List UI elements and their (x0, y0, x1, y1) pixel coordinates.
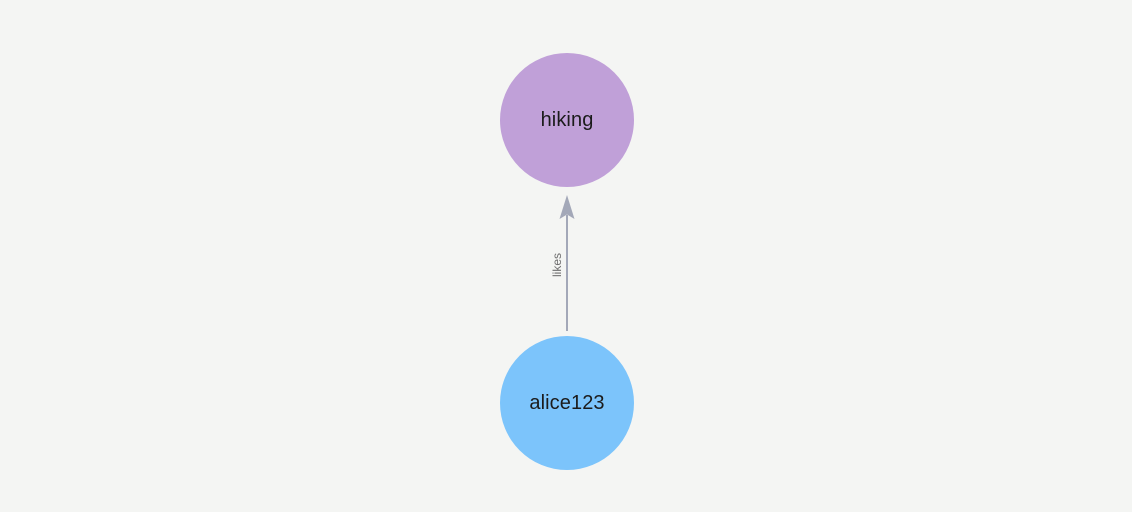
graph-node-hiking-label: hiking (540, 109, 594, 131)
graph-node-alice123-label: alice123 (529, 392, 605, 414)
graph-node-hiking[interactable]: hiking (500, 53, 634, 187)
edge-alice123-likes-hiking[interactable] (559, 195, 575, 331)
edge-label-likes: likes (550, 253, 564, 278)
edge-arrowhead-icon (559, 195, 575, 219)
graph-node-alice123[interactable]: alice123 (500, 336, 634, 470)
